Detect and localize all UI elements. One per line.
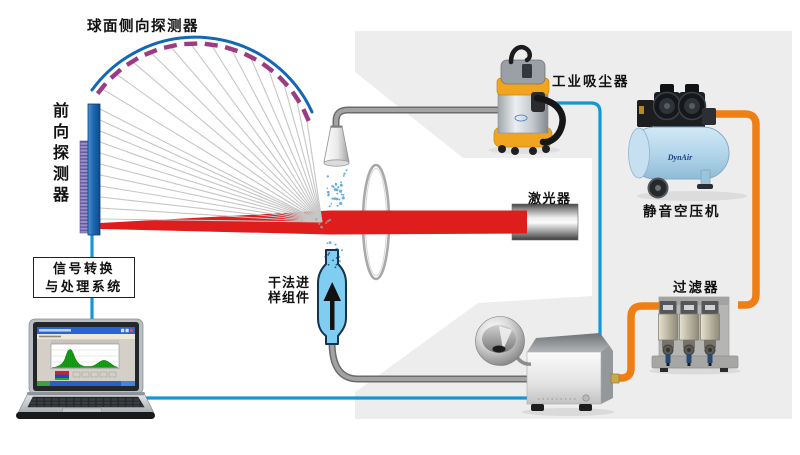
scatter-ray <box>282 80 323 223</box>
scatter-ray <box>99 218 323 223</box>
filter-unit <box>651 296 739 372</box>
detector-tick <box>163 42 178 50</box>
scatter-ray <box>150 51 323 223</box>
filter-cartridge <box>679 301 699 366</box>
laptop-screen <box>37 327 135 386</box>
scatter-ray <box>295 96 323 223</box>
scatter-ray <box>101 88 323 223</box>
laptop-touchpad <box>61 407 103 413</box>
scatter-ray <box>99 174 323 223</box>
collection-nozzle <box>323 125 350 167</box>
scatter-ray <box>99 108 323 223</box>
scatter-ray <box>249 56 323 223</box>
signal-box-line1: 信号转换 <box>52 260 115 276</box>
label-filter: 过滤器 <box>673 280 720 295</box>
spherical-detector-elements <box>95 41 311 122</box>
sample-feeder <box>475 316 620 411</box>
filter-cartridge <box>700 301 720 366</box>
detector-tick <box>301 108 311 122</box>
forward-detector-bar <box>87 103 101 236</box>
scatter-ray <box>132 61 323 223</box>
label-dry-disperser: 干法进 样组件 <box>265 275 313 305</box>
signal-processing-box: 信号转换 与处理系统 <box>33 257 135 298</box>
detector-tick <box>204 41 218 48</box>
scatter-ray <box>169 46 323 223</box>
vacuum-handle <box>508 44 532 65</box>
scatter-ray <box>190 43 323 223</box>
label-compressor: 静音空压机 <box>643 204 721 219</box>
scatter-ray <box>99 163 323 223</box>
scatter-ray <box>99 130 323 223</box>
sample-cloud <box>315 218 332 229</box>
detector-tick <box>125 56 140 67</box>
label-spherical-detector: 球面侧向探测器 <box>87 19 199 35</box>
scatter-ray <box>267 67 323 223</box>
signal-box-line2: 与处理系统 <box>45 278 123 294</box>
feeder-filter-pipe <box>612 302 659 382</box>
scatter-ray <box>99 196 323 223</box>
detector-tick <box>277 74 290 88</box>
vacuum-hose <box>533 94 566 146</box>
detector-tick <box>261 61 275 74</box>
scatter-ray <box>115 73 323 223</box>
scatter-ray <box>305 114 323 223</box>
scatter-ray <box>99 207 323 223</box>
scatter-ray <box>99 152 323 223</box>
laser-beam <box>100 210 527 235</box>
compressor-motor <box>677 84 707 130</box>
sample-tube <box>328 341 530 383</box>
detector-tick <box>290 90 302 104</box>
laptop-chart <box>50 343 120 369</box>
spherical-detector-arc <box>90 35 314 114</box>
detector-tick <box>109 67 123 80</box>
detector-tick <box>143 47 158 57</box>
scatter-ray <box>210 44 323 223</box>
vacuum-line <box>545 101 602 346</box>
label-vacuum: 工业吸尘器 <box>552 74 630 89</box>
laptop-keyboard <box>27 396 145 408</box>
detector-tick <box>243 51 258 62</box>
scatter-ray <box>230 48 323 223</box>
sample-funnel <box>475 316 525 366</box>
scatter-ray <box>99 119 323 223</box>
detector-tick <box>95 82 108 95</box>
disperser-arrow-icon <box>323 282 341 330</box>
scatter-ray <box>99 141 323 223</box>
detector-tick <box>224 45 239 54</box>
air-compressor <box>628 84 730 199</box>
label-laser: 激光器 <box>528 191 572 206</box>
suction-tube <box>332 106 505 129</box>
dry-disperser <box>317 249 347 345</box>
scatter-ray <box>99 185 323 223</box>
label-dry-disperser-line2: 样组件 <box>267 289 310 305</box>
label-dry-disperser-line1: 干法进 <box>267 275 310 290</box>
detector-tick <box>184 41 198 47</box>
compressor-motor <box>652 84 682 130</box>
filter-cartridge <box>658 301 678 366</box>
laptop <box>16 318 155 419</box>
compressor-brand-logo: DynAir <box>667 153 693 162</box>
forward-detector <box>79 103 101 236</box>
industrial-vacuum <box>493 44 566 155</box>
scatter-rays <box>99 43 323 223</box>
air-pipe-orange <box>612 110 760 382</box>
label-forward-detector: 前向探测器 <box>50 102 67 207</box>
disperser-particles <box>324 252 339 269</box>
compressor-filter-pipe <box>716 110 760 309</box>
